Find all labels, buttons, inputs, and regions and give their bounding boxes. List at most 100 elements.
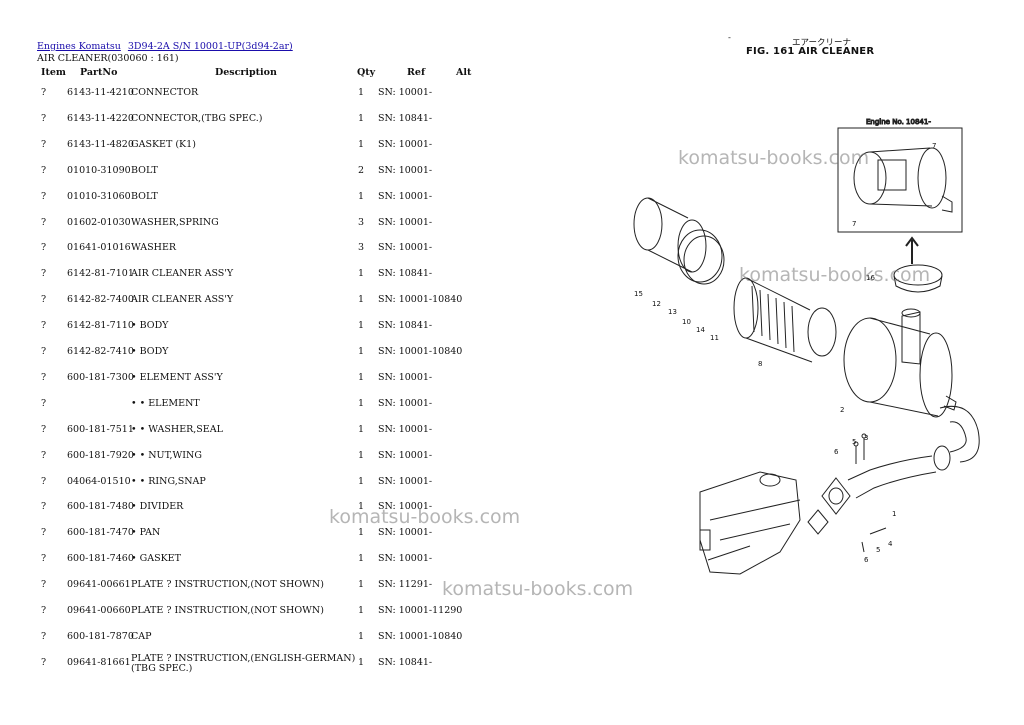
partno-cell: 01010-31090: [67, 164, 131, 176]
partno-cell: 6143-11-4220: [67, 112, 134, 124]
description-cell: • • RING,SNAP: [131, 475, 206, 487]
label-11: 11: [710, 334, 719, 342]
ref-cell: SN: 10001-: [378, 501, 433, 513]
description-cell: BOLT: [131, 190, 158, 202]
partno-cell: 600-181-7460: [67, 553, 134, 565]
label-12: 12: [652, 300, 661, 308]
item-cell: ?: [41, 449, 47, 461]
ref-cell: SN: 10001-11290: [378, 605, 463, 616]
partno-cell: 6142-82-7400: [67, 294, 134, 306]
partno-cell: 04064-01510: [67, 475, 131, 487]
description-cell: PLATE ? INSTRUCTION,(NOT SHOWN): [131, 579, 324, 591]
ref-cell: SN: 10001-: [378, 423, 433, 435]
ref-cell: SN: 10001-: [378, 371, 433, 383]
description-cell: • DIVIDER: [131, 501, 184, 513]
item-cell: ?: [41, 605, 47, 616]
pan-part: [633, 197, 707, 273]
item-cell: ?: [41, 656, 47, 668]
item-cell: ?: [41, 87, 47, 98]
item-cell: ?: [41, 501, 47, 513]
ref-cell: SN: 10001-: [378, 449, 433, 461]
partno-cell: 09641-00660: [67, 605, 131, 616]
partno-cell: 6143-11-4210: [67, 87, 134, 98]
partno-cell: 600-181-7870: [67, 630, 134, 642]
header-qty: Qty: [357, 67, 376, 78]
ref-cell: SN: 10001-: [378, 190, 433, 202]
qty-cell: 1: [358, 527, 365, 539]
ref-cell: SN: 11291-: [378, 579, 433, 591]
ref-cell: SN: 10001-: [378, 475, 433, 487]
item-cell: ?: [41, 164, 47, 176]
item-cell: ?: [41, 320, 47, 332]
partno-cell: 6142-81-7110: [67, 320, 134, 332]
inset-box: [837, 127, 963, 233]
ref-cell: SN: 10841-: [378, 320, 433, 332]
item-cell: ?: [41, 475, 47, 487]
breadcrumb-engines-link[interactable]: Engines Komatsu: [37, 41, 121, 52]
qty-cell: 1: [358, 320, 365, 332]
qty-cell: 1: [358, 449, 365, 461]
description-cell: BOLT: [131, 164, 158, 176]
label-14: 14: [696, 326, 705, 334]
section-title: AIR CLEANER(030060 : 161): [37, 53, 179, 64]
description-cell: CONNECTOR: [131, 87, 199, 98]
breadcrumb-model-link[interactable]: 3D94-2A S/N 10001-UP(3d94-2ar): [127, 41, 293, 52]
ref-cell: SN: 10841-: [378, 112, 433, 124]
breadcrumb: Engines Komatsu 3D94-2A S/N 10001-UP(3d9…: [37, 41, 293, 52]
header-alt: Alt: [456, 67, 472, 78]
ref-cell: SN: 10001-: [378, 242, 433, 254]
inset-cleaner: [853, 147, 953, 213]
description-cell: AIR CLEANER ASS'Y: [131, 294, 234, 306]
label-1: 1: [892, 510, 896, 518]
description-cell-line2: (TBG SPEC.): [131, 662, 193, 674]
description-cell: • GASKET: [131, 553, 181, 565]
qty-cell: 1: [358, 371, 365, 383]
engine-block: [699, 471, 801, 575]
partno-cell: 600-181-7920: [67, 449, 134, 461]
item-cell: ?: [41, 216, 47, 228]
qty-cell: 1: [358, 397, 365, 409]
label-6b: 6: [864, 556, 869, 564]
label-7a: 7: [932, 142, 936, 150]
figure-japanese-title: エアークリーナ: [792, 38, 851, 48]
qty-cell: 1: [358, 87, 365, 98]
item-cell: ?: [41, 630, 47, 642]
qty-cell: 1: [358, 112, 365, 124]
label-6a: 6: [834, 448, 839, 456]
cleaner-body: [843, 308, 957, 418]
watermark-1: komatsu-books.com: [678, 147, 870, 169]
table-row: ? 04064-01510• • RING,SNAP 1 SN: 10001-: [0, 476, 600, 490]
divider-ring: [677, 229, 725, 285]
ref-cell: SN: 10841-: [378, 656, 433, 668]
partno-cell: 01641-01016: [67, 242, 131, 254]
qty-cell: 1: [358, 579, 365, 591]
partno-cell: 6142-81-7101: [67, 268, 134, 280]
qty-cell: 1: [358, 138, 365, 150]
item-cell: ?: [41, 371, 47, 383]
ref-cell: SN: 10001-: [378, 87, 433, 98]
description-cell: • • ELEMENT: [131, 397, 200, 409]
item-cell: ?: [41, 346, 47, 357]
item-cell: ?: [41, 553, 47, 565]
description-cell: CAP: [131, 630, 152, 642]
header-item: Item: [41, 67, 66, 78]
partno-cell: 6142-82-7410: [67, 346, 134, 357]
label-4: 4: [888, 540, 893, 548]
ref-cell: SN: 10001-10840: [378, 346, 463, 357]
qty-cell: 1: [358, 268, 365, 280]
element-part: [733, 277, 837, 363]
label-10: 10: [682, 318, 691, 326]
up-arrow: [905, 236, 919, 264]
ref-cell: SN: 10001-: [378, 164, 433, 176]
qty-cell: 1: [358, 475, 365, 487]
hose-part: [847, 405, 980, 499]
